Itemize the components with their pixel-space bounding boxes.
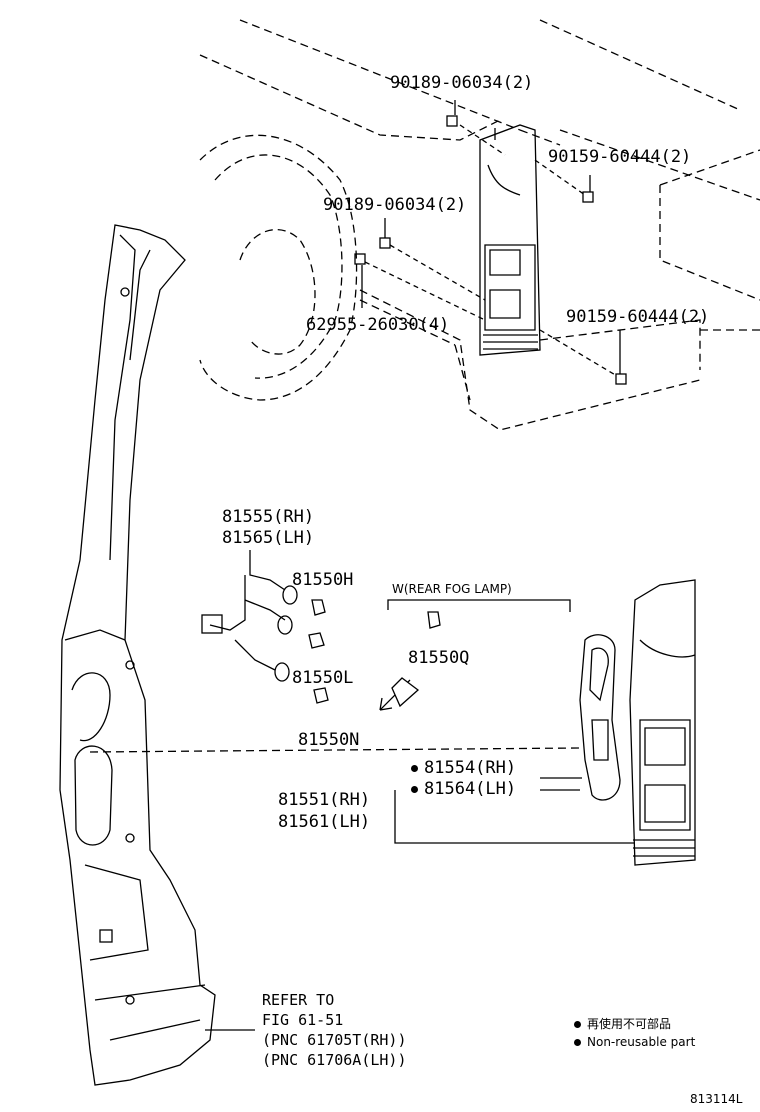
part-label-90189-mid: 90189-06034(2) [323,195,467,215]
refer-line-4: (PNC 61706A(LH)) [262,1051,407,1069]
legend-en-text: Non-reusable part [587,1035,696,1049]
part-label-81564: 81564(LH) [411,779,516,799]
part-label-81550N: 81550N [298,730,360,750]
part-label-90159-top: 90159-60444(2) [548,147,692,167]
legend-en: Non-reusable part [574,1035,695,1049]
non-reusable-dot-icon [574,1039,581,1046]
part-label-81564-text: 81564(LH) [424,779,517,799]
part-label-90189-top: 90189-06034(2) [390,73,534,93]
part-label-81550H: 81550H [292,570,354,590]
refer-line-2: FIG 61-51 [262,1011,344,1029]
refer-line-3: (PNC 61705T(RH)) [262,1031,407,1049]
part-label-81550L: 81550L [292,668,354,688]
part-label-81565: 81565(LH) [222,528,315,548]
lamp-gasket [579,634,621,801]
wiring-harness [201,550,441,704]
figure-id: 813114L [690,1092,743,1106]
rear-pillar-panel [59,224,216,1086]
leader-lines-upper [361,100,621,377]
part-label-81551: 81551(RH) [278,790,371,810]
legend-jp-text: 再使用不可部品 [587,1017,672,1031]
part-label-90159-mid: 90159-60444(2) [566,307,710,327]
non-reusable-dot-icon [411,785,418,793]
part-label-81554: 81554(RH) [411,758,516,778]
refer-line-1: REFER TO [262,991,335,1009]
fog-lamp-bracket [387,599,571,612]
fog-lamp-caption: W(REAR FOG LAMP) [392,582,512,596]
non-reusable-dot-icon [574,1021,581,1028]
part-label-81555: 81555(RH) [222,507,315,527]
part-label-81554-text: 81554(RH) [424,758,517,778]
vehicle-body-outline [199,19,760,431]
leader-lines-lower [89,747,635,1031]
tail-lamp-upper [479,124,541,356]
part-label-81561: 81561(LH) [278,812,371,832]
legend-jp: 再使用不可部品 [574,1017,671,1031]
part-label-81550Q: 81550Q [408,648,470,668]
tail-lamp-lower [629,579,696,866]
part-label-62955: 62955-26030(4) [306,315,450,335]
non-reusable-dot-icon [411,764,418,772]
